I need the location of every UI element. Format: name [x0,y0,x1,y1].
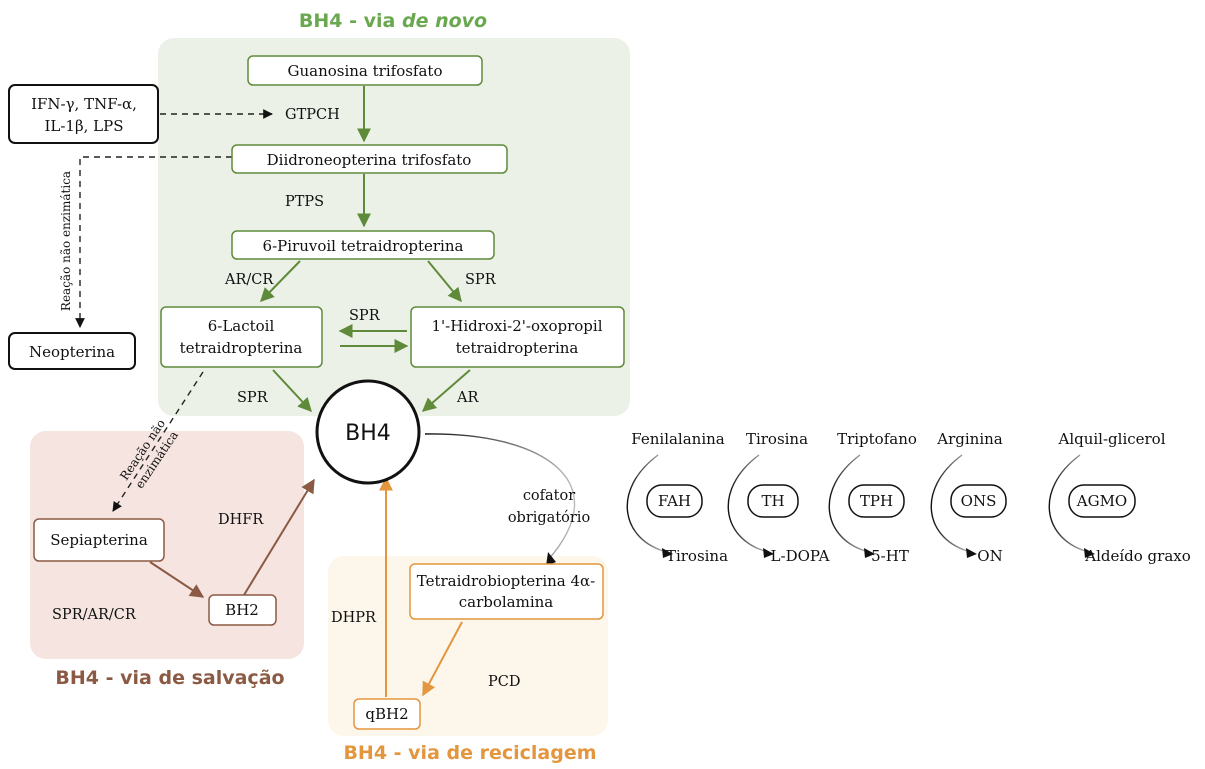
node-hydroxy-box [410,306,625,368]
node-carbinolamine-box [409,563,604,620]
reaction-enzyme: TH [761,492,784,510]
node-cytokines-box [8,84,159,144]
reaction-enzyme-box [747,484,799,518]
reaction-product: L-DOPA [771,547,830,565]
arrow-cofactor-curve [424,433,576,561]
arrow-hydroxy-to-bh4 [421,369,471,412]
reaction-arrow-head [1084,548,1095,558]
reaction-substrate: Triptofano [837,430,917,448]
recycle-title: BH4 - via de reciclagem [343,742,596,764]
arrow-dntp-to-neopterin [75,156,232,328]
reaction-arrow-head [662,548,673,558]
reaction-substrate: Alquil-glicerol [1057,430,1165,448]
arrow-lactoyl-to-bh4 [272,369,312,413]
arrow-lactoyl-to-sepiapterin [112,371,204,512]
node-bh2-box [208,594,277,626]
note-nonenzymatic-vertical: Reação não enzimática [59,171,73,311]
arrow-pptp-to-hydroxy [427,260,462,303]
node-cytokines-line2: IL-1β, LPS [44,117,123,135]
arrow-pptp-to-lactoyl [260,260,301,303]
reaction-arrow [828,454,870,553]
reaction-product: ON [977,547,1002,565]
enzyme-spr-bottom: SPR [237,390,269,406]
reaction-arrow [930,454,972,553]
node-lactoyl-box [160,306,323,368]
reaction-enzyme-box [848,484,905,518]
arrow-carbinolamine-to-qbh2 [422,621,463,697]
node-carbinolamine-line2: carbolamina [459,593,554,611]
enzyme-gtpch: GTPCH [285,107,340,123]
reaction-enzyme-box [1068,484,1136,518]
node-neopterin: Neopterina [29,343,115,361]
denovo-title: BH4 - via de novo [299,10,487,32]
node-lactoyl-line2: tetraidropterina [180,339,303,357]
reaction-product: Tirosina [666,547,728,565]
reaction-arrow [1048,454,1090,553]
reaction-substrate: Fenilalanina [631,430,725,448]
arrow-cofactor-head [546,552,556,566]
node-hydroxy-line2: tetraidropterina [456,339,579,357]
reaction-substrate: Tirosina [746,430,808,448]
enzyme-dhfr: DHFR [218,512,264,528]
node-carbinolamine-line1: Tetraidrobiopterina 4α- [417,572,595,590]
enzyme-ar-bottom: AR [456,390,479,406]
reaction-product: 5-HT [871,547,909,565]
reaction-arrow [727,454,769,553]
node-dntp-box [231,144,508,174]
reaction-product: Aldeído graxo [1084,547,1191,565]
enzyme-pcd: PCD [488,674,520,690]
reaction-arrow-head [864,548,875,558]
node-bh2: BH2 [225,601,259,619]
node-hydroxy-line1: 1'-Hidroxi-2'-oxopropil [432,317,603,335]
reaction-arrow [626,454,668,553]
node-pptp-box [231,230,495,260]
reaction-arrow-head [763,548,774,558]
cofactor-reactions: FenilalaninaFAHTirosinaTirosinaTHL-DOPAT… [626,430,1191,565]
node-neopterin-box [8,332,136,370]
note-cofactor-line2: obrigatório [508,510,590,526]
node-qbh2: qBH2 [365,705,408,723]
reaction-enzyme: ONS [961,492,997,510]
node-sepiapterin: Sepiapterina [50,531,148,549]
node-pptp: 6-Piruvoil tetraidropterina [263,237,464,255]
node-qbh2-box [353,698,421,730]
node-dntp: Diidroneopterina trifosfato [267,151,472,169]
enzyme-dhpr: DHPR [331,610,377,626]
reaction-enzyme: FAH [658,492,691,510]
reaction-enzyme: TPH [860,492,893,510]
arrow-sepiapterin-to-bh2 [149,561,205,598]
reaction-substrate: Arginina [936,430,1003,448]
node-gtp-box [247,55,483,86]
reaction-enzyme-box [950,484,1007,518]
enzyme-spr-right: SPR [465,272,497,288]
reaction-enzyme: AGMO [1076,492,1127,510]
node-lactoyl-line1: 6-Lactoil [208,317,275,335]
node-cytokines-line1: IFN-γ, TNF-α, [31,95,137,113]
enzyme-spr-middle: SPR [349,308,381,324]
enzyme-ptps: PTPS [285,194,324,210]
note-cofactor-line1: cofator [523,488,575,504]
node-bh4-circle [315,379,421,485]
reaction-arrow-head [966,548,977,558]
enzyme-spr-ar-cr: SPR/AR/CR [52,607,137,623]
node-bh4: BH4 [345,421,391,446]
reaction-enzyme-box [646,484,703,518]
node-gtp: Guanosina trifosfato [288,62,443,80]
enzyme-ar-cr: AR/CR [224,272,274,288]
salvage-title: BH4 - via de salvação [55,667,284,689]
node-sepiapterin-box [33,518,165,562]
arrow-bh2-to-bh4 [243,478,315,596]
